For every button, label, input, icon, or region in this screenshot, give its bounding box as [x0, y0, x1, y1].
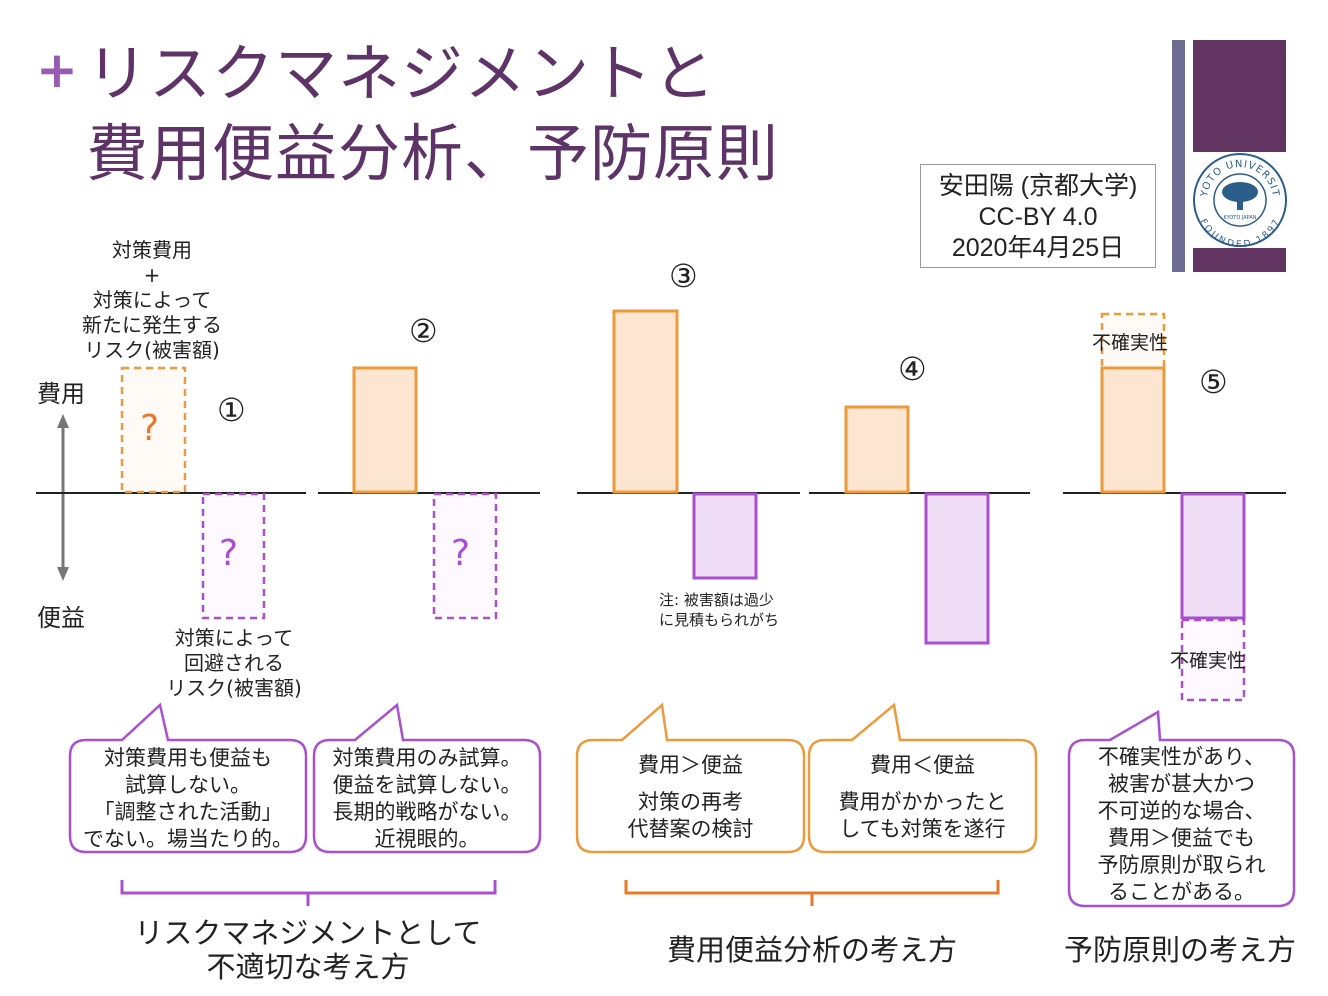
case-1-cost-label-line: + — [143, 263, 161, 287]
bubble-2-text: 対策費用のみ試算。 便益を試算しない。 長期的戦略がない。 近視眼的。 — [314, 745, 540, 853]
speech-bubbles — [68, 702, 1296, 908]
case-3-benefit-bar — [692, 492, 758, 580]
kyoto-university-seal-icon: KYOTO UNIVERSITY FOUNDED 1897 KYOTO JAPA… — [0, 0, 1287, 250]
svg-text:KYOTO UNIVERSITY: KYOTO UNIVERSITY — [0, 0, 1281, 199]
page-title: リスクマネジメントと 費用便益分析、予防原則 — [86, 34, 779, 194]
case-5-number: ⑤ — [1199, 363, 1228, 401]
case-5-cost-bar — [1100, 366, 1166, 494]
bubble-4-text: 費用＜便益 費用がかかったと しても対策を遂行 — [809, 752, 1036, 843]
page-title-line-1: リスクマネジメントと — [86, 37, 717, 110]
bubble-5-line: 予防原則が取られ — [1097, 853, 1266, 877]
category-inappropriate-line: リスクマネジメントとして — [134, 916, 482, 950]
bubble-4-heading: 費用＜便益 — [870, 753, 975, 777]
brand-bar-plum-top — [1193, 40, 1286, 152]
author-info-box: 安田陽 (京都大学) CC-BY 4.0 2020年4月25日 — [920, 164, 1156, 268]
case-1-cost-question-mark: ? — [140, 408, 160, 449]
bubble-1-text: 対策費用も便益も 試算しない。 「調整された活動」 でない。場当たり的。 — [70, 745, 306, 853]
category-cost-benefit: 費用便益分析の考え方 — [666, 933, 957, 967]
author-name: 安田陽 (京都大学) — [938, 172, 1138, 200]
case-3-number: ③ — [669, 257, 698, 295]
category-inappropriate: リスクマネジメントとして 不適切な考え方 — [108, 916, 508, 984]
category-inappropriate-line: 不適切な考え方 — [206, 950, 410, 984]
case-1-benefit-question-mark: ? — [219, 533, 239, 574]
case-2-number: ② — [409, 312, 438, 350]
bubble-3-text: 費用＞便益 対策の再考 代替案の検討 — [577, 752, 804, 843]
case-2-cost-bar — [352, 366, 418, 494]
case-4-number: ④ — [898, 350, 927, 388]
page-title-line-2: 費用便益分析、予防原則 — [86, 117, 780, 190]
case-5-benefit-uncertainty-box — [1180, 618, 1246, 702]
case-1-cost-label-line: リスク(被害額) — [84, 338, 220, 362]
bubble-5-line: ることがある。 — [1108, 880, 1255, 904]
date: 2020年4月25日 — [951, 234, 1125, 262]
bubble-5-line: 不確実性があり、 — [1097, 745, 1266, 769]
bubble-3-heading: 費用＞便益 — [638, 753, 743, 777]
bubble-5-line: 不可逆的な場合、 — [1097, 799, 1266, 823]
bubble-1-line: 試算しない。 — [125, 773, 251, 797]
category-precautionary: 予防原則の考え方 — [1063, 933, 1296, 967]
seal-text-center: KYOTO JAPAN — [1223, 215, 1256, 221]
bracket-inappropriate — [120, 880, 497, 906]
case-1-benefit-label: 対策によって 回避される リスク(被害額) — [134, 626, 334, 701]
title-plus-mark: + — [36, 41, 78, 99]
case-5-uncertainty-cost-label: 不確実性 — [1092, 332, 1169, 354]
case-1-cost-label-line: 対策によって — [92, 288, 212, 312]
bubble-2-line: 対策費用のみ試算。 — [332, 746, 522, 770]
bubble-4-line: 費用がかかったと — [838, 790, 1007, 814]
bubble-5-shape — [1067, 709, 1296, 908]
bubble-2-line: 近視眼的。 — [374, 827, 480, 851]
case-4-cost-bar — [844, 405, 910, 494]
bubble-5-line: 費用＞便益でも — [1108, 826, 1255, 850]
bubble-2-line: 便益を試算しない。 — [332, 773, 522, 797]
case-1-benefit-label-line: リスク(被害額) — [166, 676, 302, 700]
axis-label-benefit: 便益 — [37, 604, 85, 632]
bubble-5-text: 不確実性があり、 被害が甚大かつ 不可逆的な場合、 費用＞便益でも 予防原則が取… — [1069, 744, 1294, 906]
bubble-2-shape — [312, 702, 542, 854]
bubble-1-shape — [68, 702, 308, 854]
case-5-benefit-bar — [1180, 492, 1246, 620]
case-1-benefit-bar-unknown — [201, 492, 266, 620]
bubble-1-line: 対策費用も便益も — [104, 746, 272, 770]
case-3-note-line: に見積もられがち — [659, 611, 780, 629]
brand-bar-slate — [1172, 40, 1185, 272]
case-5-uncertainty-benefit-label: 不確実性 — [1170, 650, 1247, 672]
case-1-benefit-label-line: 対策によって — [174, 626, 294, 650]
case-2-benefit-question-mark: ? — [451, 533, 471, 574]
case-1-cost-label-line: 新たに発生する — [82, 313, 222, 337]
case-3-note: 注: 被害額は過少 に見積もられがち — [659, 590, 779, 630]
case-1-benefit-label-line: 回避される — [184, 651, 284, 675]
case-1-cost-label: 対策費用 + 対策によって 新たに発生する リスク(被害額) — [52, 238, 252, 363]
bubble-4-line: しても対策を遂行 — [839, 817, 1006, 841]
bubble-3-shape — [575, 702, 806, 854]
case-3-cost-bar — [612, 309, 679, 494]
bubble-2-line: 長期的戦略がない。 — [332, 800, 522, 824]
bracket-cost-benefit — [624, 880, 1000, 906]
case-4-benefit-bar — [924, 492, 990, 645]
brand-bar-plum-bottom — [1193, 248, 1286, 272]
category-brackets — [120, 880, 1000, 906]
seal-text-top: KYOTO UNIVERSITY — [0, 0, 1280, 199]
case-1-cost-label-line: 対策費用 — [112, 238, 192, 262]
bubble-3-line: 代替案の検討 — [627, 817, 754, 841]
cost-benefit-axis-arrow — [57, 414, 69, 581]
case-3-note-line: 注: 被害額は過少 — [659, 591, 774, 609]
bubble-5-line: 被害が甚大かつ — [1108, 772, 1255, 796]
case-1-cost-bar-unknown — [120, 366, 187, 494]
license: CC-BY 4.0 — [978, 203, 1098, 231]
bubble-1-line: でない。場当たり的。 — [83, 827, 293, 851]
case-1-number: ① — [217, 391, 246, 429]
bubble-4-shape — [807, 702, 1038, 854]
bubble-1-line: 「調整された活動」 — [93, 800, 283, 824]
case-2-benefit-bar-unknown — [432, 492, 498, 620]
bubble-3-line: 対策の再考 — [638, 790, 743, 814]
axis-label-cost: 費用 — [37, 380, 85, 408]
